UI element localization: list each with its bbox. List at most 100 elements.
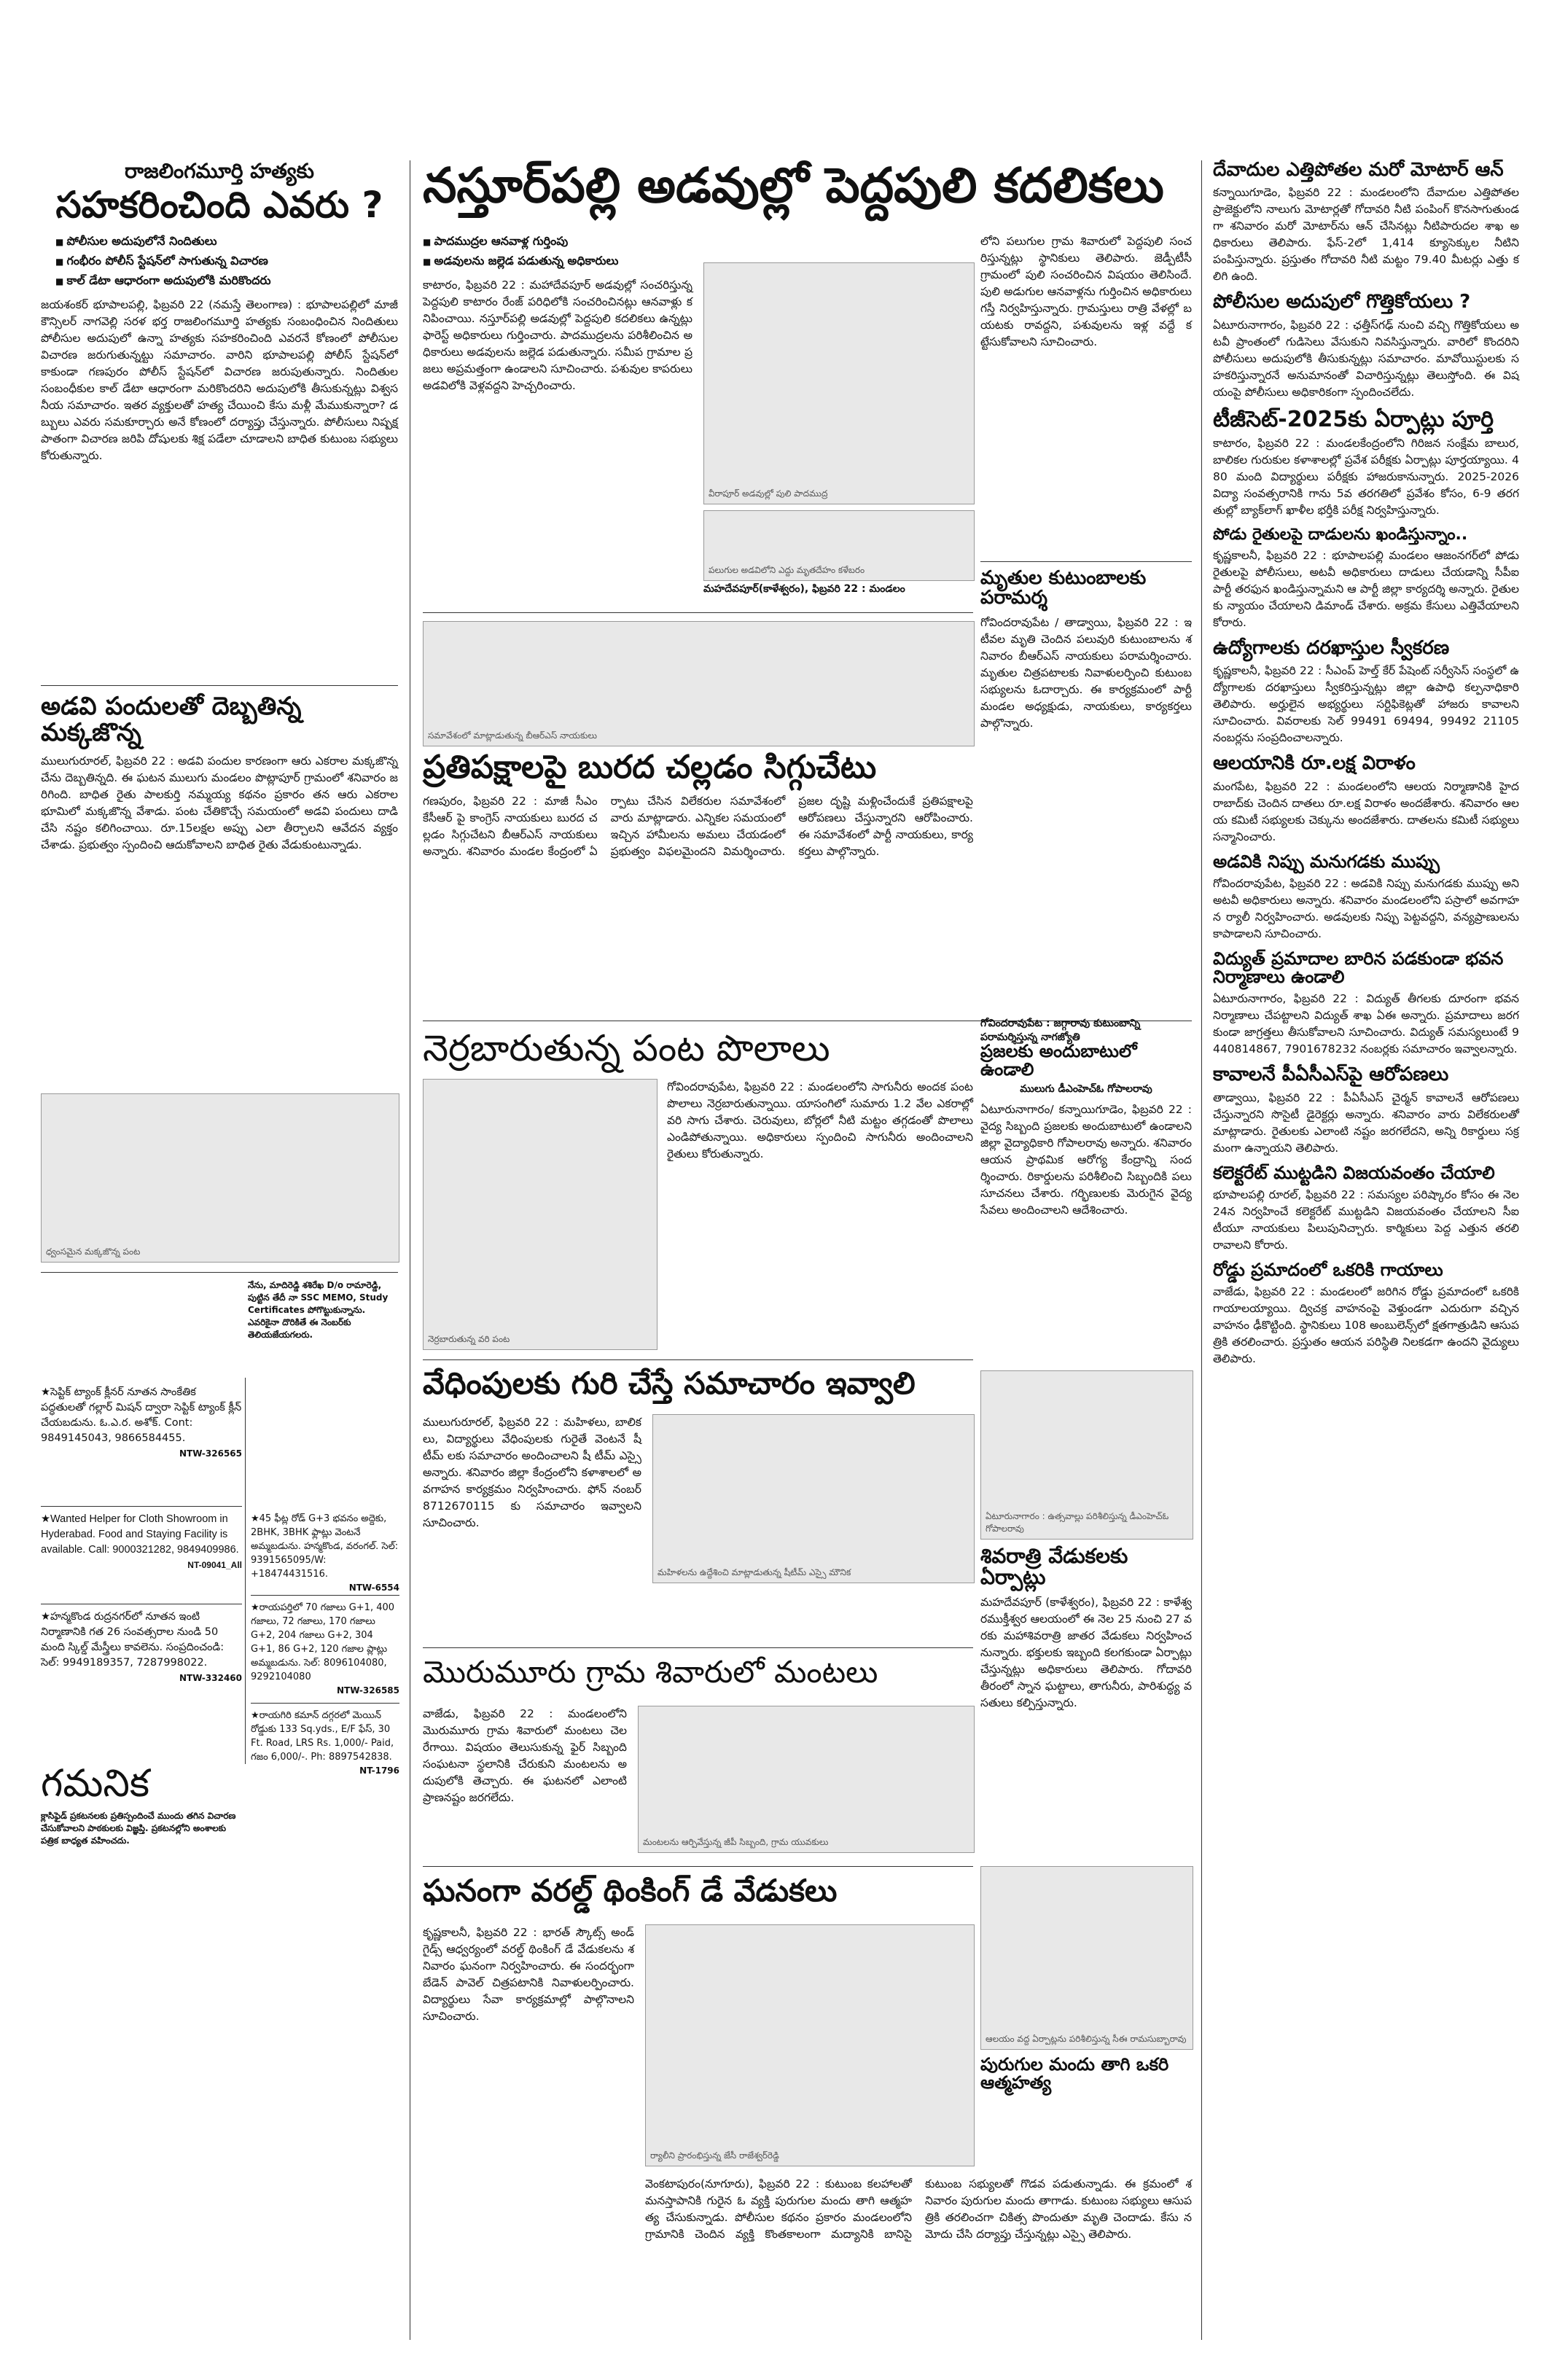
classified-ad: ★రాయపర్తిలో 70 గజాలు G+1, 400 గజాలు, 72 … — [251, 1601, 399, 1698]
photo-caption: ఆలయం వద్ద ఏర్పాట్లను పరిశీలిస్తున్న సీఈ … — [986, 2034, 1187, 2044]
classified-notice: నేను, మాదిరెడ్డి శశిరేఖ D/o రామారెడ్డి, … — [248, 1279, 399, 1341]
photo-caption: వీరాపూర్ అడవుల్లో పులి పాదముద్ర — [709, 488, 828, 499]
ad-text: ★Wanted Helper for Cloth Showroom in Hyd… — [41, 1513, 239, 1556]
bullet: అడవులను జల్లెడ పడుతున్న అధికారులు — [423, 251, 860, 271]
photo-caption: ర్యాలీని ప్రారంభిస్తున్న జేసీ రాజేశ్వర్‌… — [650, 2150, 779, 2161]
ad-code: NTW-6554 — [348, 1583, 399, 1593]
headline-title: రోడ్డు ప్రమాదంలో ఒకరికి గాయాలు — [1213, 1259, 1443, 1280]
headline-title: పురుగుల మందు తాగి ఒకరి ఆత్మహత్య — [980, 2054, 1169, 2094]
headline-title: వేధింపులకు గురి చేస్తే సమాచారం ఇవ్వాలి — [423, 1365, 916, 1401]
headline-title: టీజీసెట్-2025కు ఏర్పాట్లు పూర్తి — [1213, 406, 1494, 432]
headline-title: కావాలనే పీఏసీఎస్‌పై ఆరోపణలు — [1213, 1064, 1449, 1086]
headline-title: ప్రతిపక్షాలపై బురద చల్లడం సిగ్గుచేటు — [423, 749, 877, 786]
col2-info-story: వేధింపులకు గురి చేస్తే సమాచారం ఇవ్వాలి — [423, 1367, 973, 1400]
ad-code: NT-09041_All — [187, 1560, 242, 1570]
col2-top-body-b: లోని పలుగుల గ్రామ శివారులో పెద్దపులి సంచ… — [980, 233, 1192, 351]
ad-text: ★రాయపర్తిలో 70 గజాలు G+1, 400 గజాలు, 72 … — [251, 1602, 395, 1682]
headline-title: సహకరించింది ఎవరు ? — [55, 184, 383, 227]
col2-top-body: కాటారం, ఫిబ్రవరి 22 : మహాదేవపూర్ అడవుల్ల… — [423, 277, 692, 394]
photo-caption: మహిళలను ఉద్దేశించి మాట్లాడుతున్న షీటీమ్ … — [657, 1567, 851, 1577]
headline-title: దేవాదుల ఎత్తిపోతల మరో మోటార్ ఆన్ — [1213, 159, 1504, 181]
col2-thinkday-story: ఘనంగా వరల్డ్ థింకింగ్ డే వేడుకలు — [423, 1873, 973, 1908]
col2-peoples-story: ప్రజలకు అందుబాటులో ఉండాలి ములుగు డీఎంహెచ… — [980, 1042, 1192, 1219]
story-body: గోవిందరావుపేట / తాడ్వాయి, ఫిబ్రవరి 22 : … — [980, 615, 1192, 730]
classified-ad: ★45 ఫీట్ల రోడ్ G+3 భవనం అద్దెకు, 2BHK, 3… — [251, 1512, 399, 1595]
bullet: గంభీరం పోలీస్ స్టేషన్‌లో సాగుతున్న విచార… — [55, 251, 398, 271]
photo-caption: ఏటూరునాగారం : ఉత్సవాల్లు పరిశీలిస్తున్న … — [986, 1511, 1169, 1534]
photo-tiger-pugmark: వీరాపూర్ అడవుల్లో పులి పాదముద్ర — [703, 262, 975, 504]
headline-title: ఘనంగా వరల్డ్ థింకింగ్ డే వేడుకలు — [423, 1873, 838, 1908]
story-body: కాటారం, ఫిబ్రవరి 22 : మహాదేవపూర్ అడవుల్ల… — [423, 278, 692, 392]
col2-info-body: ములుగురూరల్, ఫిబ్రవరి 22 : మహిళలు, బాలిక… — [423, 1414, 641, 1532]
headline-title: శివరాత్రి వేడుకలకు ఏర్పాట్లు — [980, 1544, 1128, 1590]
col2-condolence-story: మృతుల కుటుంబాలకు పరామర్శ గోవిందరావుపేట /… — [980, 567, 1192, 732]
headline-title: ఆలయానికి రూ.లక్ష విరాళం — [1213, 752, 1416, 775]
photo-she-team: మహిళలను ఉద్దేశించి మాట్లాడుతున్న షీటీమ్ … — [652, 1414, 975, 1583]
headline-title: కలెక్టరేట్ ముట్టడిని విజయవంతం చేయాలి — [1213, 1162, 1495, 1183]
photo-temple-works: ఆలయం వద్ద ఏర్పాట్లను పరిశీలిస్తున్న సీఈ … — [980, 1866, 1193, 2050]
story-body: కృష్ణకాలనీ, ఫిబ్రవరి 22 : భారత్ స్కౌట్స్… — [423, 1926, 634, 2023]
photo-caption: నెర్రబారుతున్న వరి పంట — [428, 1334, 510, 1344]
col2-fair-story: శివరాత్రి వేడుకలకు ఏర్పాట్లు మహదేవపూర్ (… — [980, 1545, 1192, 1712]
col2-suicide-body: వెంకటాపురం(నూగూరు), ఫిబ్రవరి 22 : కుటుంబ… — [645, 2176, 1192, 2243]
photo-temple-inspection: ఏటూరునాగారం : ఉత్సవాల్లు పరిశీలిస్తున్న … — [980, 1370, 1193, 1540]
headline-title: ప్రజలకు అందుబాటులో ఉండాలి — [980, 1041, 1137, 1080]
story-body: తాడ్వాయి, ఫిబ్రవరి 22 : పీఏసీఎస్ చైర్మన్… — [1213, 1090, 1519, 1155]
col2-thinkday-body: కృష్ణకాలనీ, ఫిబ్రవరి 22 : భారత్ స్కౌట్స్… — [423, 1924, 634, 2025]
photo-fire: మంటలను ఆర్పివేస్తున్న జీపీ సిబ్బంది, గ్ర… — [638, 1706, 975, 1853]
col1-lead-story: రాజలింగమూర్తి హత్యకు సహకరించింది ఎవరు ? … — [41, 160, 398, 464]
byline: ములుగు డీఎంహెచ్‌ఓ గోపాలరావు — [1020, 1083, 1152, 1096]
bullet: పాదముద్రల ఆనవాళ్ల గుర్తింపు — [423, 232, 860, 251]
photo-carcass: పలుగుల అడవిలోని ఎద్దు మృతదేహం కళేబరం — [703, 510, 975, 581]
col2-crop-story: నెర్రబారుతున్న పంట పొలాలు — [423, 1029, 1192, 1068]
ad-text: ★హన్మకొండ రుద్రనగర్‌లో నూతన ఇంటి నిర్మాణ… — [41, 1611, 225, 1669]
classified-ad: ★రాయగిరి కమాన్ దగ్గరలో మెయిన్ రోడ్డుకు 1… — [251, 1709, 399, 1778]
ad-text: ★రాయగిరి కమాన్ దగ్గరలో మెయిన్ రోడ్డుకు 1… — [251, 1710, 394, 1763]
headline-title: పోడు రైతులపై దాడులను ఖండిస్తున్నాం.. — [1213, 526, 1468, 545]
headline-bullets: పోలీసుల అదుపులోనే నిందితులు గంభీరం పోలీస… — [55, 232, 398, 291]
story-body: కృష్ణకాలనీ, ఫిబ్రవరి 22 : సీఎంప్ హెల్త్ … — [1213, 664, 1519, 745]
headline-title: అడవికి నిప్పు మనుగడకు ముప్పు — [1213, 851, 1440, 872]
story-body: ఏటూరునాగారం, ఫిబ్రవరి 22 : ఛత్తీస్‌గఢ్ న… — [1213, 318, 1519, 399]
photo-cracked-field: నెర్రబారుతున్న వరి పంట — [423, 1079, 657, 1350]
headline-kicker: రాజలింగమూర్తి హత్యకు — [125, 159, 314, 183]
dateline: మహదేవపూర్(కాళేశ్వరం), ఫిబ్రవరి 22 : మండల… — [703, 583, 905, 595]
story-body: ములుగురూరల్, ఫిబ్రవరి 22 : మహిళలు, బాలిక… — [423, 1416, 641, 1529]
photo-caption: గోవిందరావుపేట : జగ్గారావు కుటుంబాన్ని పర… — [980, 1018, 1141, 1043]
col2-top-story: నస్తూర్‌పల్లి అడవుల్లో పెద్దపులి కదలికలు — [423, 160, 1181, 211]
classified-ad: ★హన్మకొండ రుద్రనగర్‌లో నూతన ఇంటి నిర్మాణ… — [41, 1610, 242, 1686]
headline-title: నెర్రబారుతున్న పంట పొలాలు — [423, 1027, 830, 1069]
headline-title: అడవి పందులతో దెబ్బతిన్న మక్కజొన్న — [41, 692, 302, 747]
col2-fire-body: వాజేడు, ఫిబ్రవరి 22 : మండలంలోని మొరుమూరు… — [423, 1706, 627, 1806]
col2-crop-body: గోవిందరావుపేట, ఫిబ్రవరి 22 : మండలంలోని స… — [667, 1079, 973, 1163]
bullet: కాల్ డేటా ఆధారంగా అదుపులోకి మరికొందరు — [55, 271, 398, 291]
headline-title: ఉద్యోగాలకు దరఖాస్తుల స్వీకరణ — [1213, 637, 1450, 660]
bullet: పోలీసుల అదుపులోనే నిందితులు — [55, 232, 398, 251]
ad-text: నేను, మాదిరెడ్డి శశిరేఖ D/o రామారెడ్డి, … — [248, 1280, 389, 1340]
col2-mid-story: ప్రతిపక్షాలపై బురద చల్లడం సిగ్గుచేటు గణప… — [423, 749, 973, 860]
headline-title: పోలీసుల అదుపులో గొత్తికోయలు ? — [1213, 291, 1471, 313]
photo-damaged-crop: ధ్వంసమైన మక్కజొన్న పంట — [41, 1093, 399, 1263]
headline-title: మొరుమూరు గ్రామ శివారులో మంటలు — [423, 1654, 878, 1690]
story-body: గోవిందరావుపేట, ఫిబ్రవరి 22 : మండలంలోని స… — [667, 1080, 973, 1160]
story-body: లోని పలుగుల గ్రామ శివారులో పెద్దపులి సంచ… — [980, 235, 1192, 348]
ad-text: ★సెప్టిక్ ట్యాంక్ క్లీనర్ నూతన సాంకేతిక … — [41, 1386, 242, 1444]
ad-code: NTW-326565 — [179, 1448, 242, 1459]
notice-body: క్లాసిఫైడ్ ప్రకటనలకు ప్రతిస్పందించే ముంద… — [41, 1810, 236, 1846]
story-body: కృష్ణకాలనీ, ఫిబ్రవరి 22 : భూపాలపల్లి మండ… — [1213, 549, 1519, 630]
story-body: గణపురం, ఫిబ్రవరి 22 : మాజీ సీఎం కేసీఆర్ … — [423, 795, 973, 859]
story-body: ఏటూరునాగారం/ కన్నాయిగూడెం, ఫిబ్రవరి 22 :… — [980, 1103, 1192, 1217]
headline-title: విద్యుత్ ప్రమాదాల బారిన పడకుండా భవన నిర్… — [1213, 948, 1504, 988]
ad-code: NTW-332460 — [179, 1673, 242, 1683]
story-body: ఏటూరునాగారం, ఫిబ్రవరి 22 : విద్యుత్ తీగల… — [1213, 992, 1519, 1056]
col2-fire-story: మొరుమూరు గ్రామ శివారులో మంటలు — [423, 1654, 973, 1690]
headline-bullets: పాదముద్రల ఆనవాళ్ల గుర్తింపు అడవులను జల్ల… — [423, 232, 860, 271]
photo-caption: సమావేశంలో మాట్లాడుతున్న బీఆర్‌ఎస్ నాయకుల… — [428, 730, 598, 741]
headline-title: మృతుల కుటుంబాలకు పరామర్శ — [980, 567, 1147, 609]
notice-title: గమనిక — [41, 1762, 149, 1806]
ad-code: NT-1796 — [359, 1766, 399, 1776]
col1-second-story: అడవి పందులతో దెబ్బతిన్న మక్కజొన్న ములుగు… — [41, 692, 398, 854]
photo-caption: మంటలను ఆర్పివేస్తున్న జీపీ సిబ్బంది, గ్ర… — [643, 1837, 829, 1847]
classified-ad: ★Wanted Helper for Cloth Showroom in Hyd… — [41, 1512, 242, 1573]
story-body: మహదేవపూర్ (కాళేశ్వరం), ఫిబ్రవరి 22 : కాళ… — [980, 1595, 1192, 1709]
